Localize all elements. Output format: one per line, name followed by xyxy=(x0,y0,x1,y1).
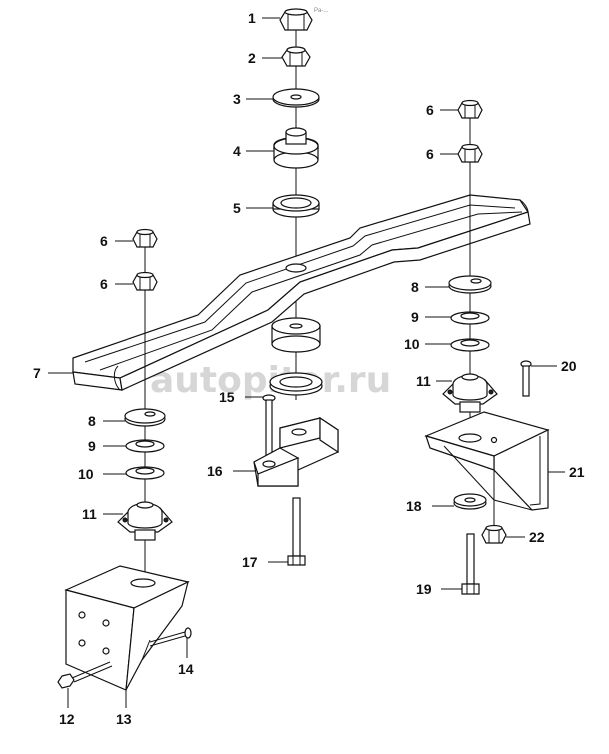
nut-2 xyxy=(281,46,311,67)
callout-10-left: 10 xyxy=(78,466,94,482)
spring-washer-10-right xyxy=(450,338,490,352)
lower-rubber-cushion xyxy=(271,317,321,353)
mounting-bracket-21 xyxy=(424,411,550,511)
mount-block-16 xyxy=(253,416,339,487)
washer-18 xyxy=(453,493,487,510)
callout-9-left: 9 xyxy=(88,438,96,454)
cup-washer-5 xyxy=(272,194,320,218)
bolt-20 xyxy=(520,360,532,397)
bolt-12 xyxy=(57,661,113,689)
nut-1 xyxy=(279,8,313,31)
callout-10-right: 10 xyxy=(404,336,420,352)
nut-6-left-top xyxy=(132,228,158,248)
callout-5: 5 xyxy=(233,200,241,216)
bolt-15 xyxy=(262,394,276,457)
callout-18: 18 xyxy=(406,498,422,514)
callout-6-right-top: 6 xyxy=(426,102,434,118)
corner-mark: Pa-... xyxy=(314,8,329,14)
washer-3 xyxy=(272,88,320,108)
spring-washer-9-right xyxy=(450,311,490,325)
callout-15: 15 xyxy=(219,389,235,405)
spring-washer-10-left xyxy=(125,466,165,480)
callout-13: 13 xyxy=(116,711,132,727)
callout-2: 2 xyxy=(248,50,256,66)
callout-1: 1 xyxy=(248,10,256,26)
callout-7: 7 xyxy=(33,365,41,381)
lower-cup-washer xyxy=(269,372,323,396)
callout-6-right-bottom: 6 xyxy=(426,146,434,162)
bolt-19 xyxy=(461,533,480,595)
callout-16: 16 xyxy=(207,463,223,479)
nut-22 xyxy=(481,460,507,544)
callout-22: 22 xyxy=(529,529,545,545)
mounting-bracket-13 xyxy=(64,565,190,691)
callout-19: 19 xyxy=(416,581,432,597)
callout-17: 17 xyxy=(242,554,258,570)
callout-3: 3 xyxy=(233,91,241,107)
callout-8-left: 8 xyxy=(88,413,96,429)
leader-lines xyxy=(48,17,565,708)
callout-21: 21 xyxy=(569,464,585,480)
nut-6-left-bottom xyxy=(132,271,158,291)
washer-8-right xyxy=(448,275,492,294)
washer-8-left xyxy=(124,408,166,427)
callout-6-left-bottom: 6 xyxy=(100,276,108,292)
callout-12: 12 xyxy=(59,711,75,727)
callout-6-left-top: 6 xyxy=(100,233,108,249)
nut-6-right-top xyxy=(457,99,483,119)
callout-11-right: 11 xyxy=(416,373,431,389)
nut-6-right-bottom xyxy=(457,143,483,163)
callout-14: 14 xyxy=(178,661,194,677)
engine-mount-11-right xyxy=(442,373,498,413)
callout-4: 4 xyxy=(233,143,241,159)
callout-20: 20 xyxy=(561,358,577,374)
engine-mount-11-left xyxy=(117,501,173,541)
callout-11-left: 11 xyxy=(82,506,97,522)
rubber-cushion-4 xyxy=(273,127,319,169)
frame-rail-7 xyxy=(72,194,531,391)
callout-9-right: 9 xyxy=(411,309,419,325)
bolt-17 xyxy=(287,497,306,566)
bolt-14 xyxy=(149,627,192,647)
spring-washer-9-left xyxy=(125,439,165,453)
callout-8-right: 8 xyxy=(411,279,419,295)
